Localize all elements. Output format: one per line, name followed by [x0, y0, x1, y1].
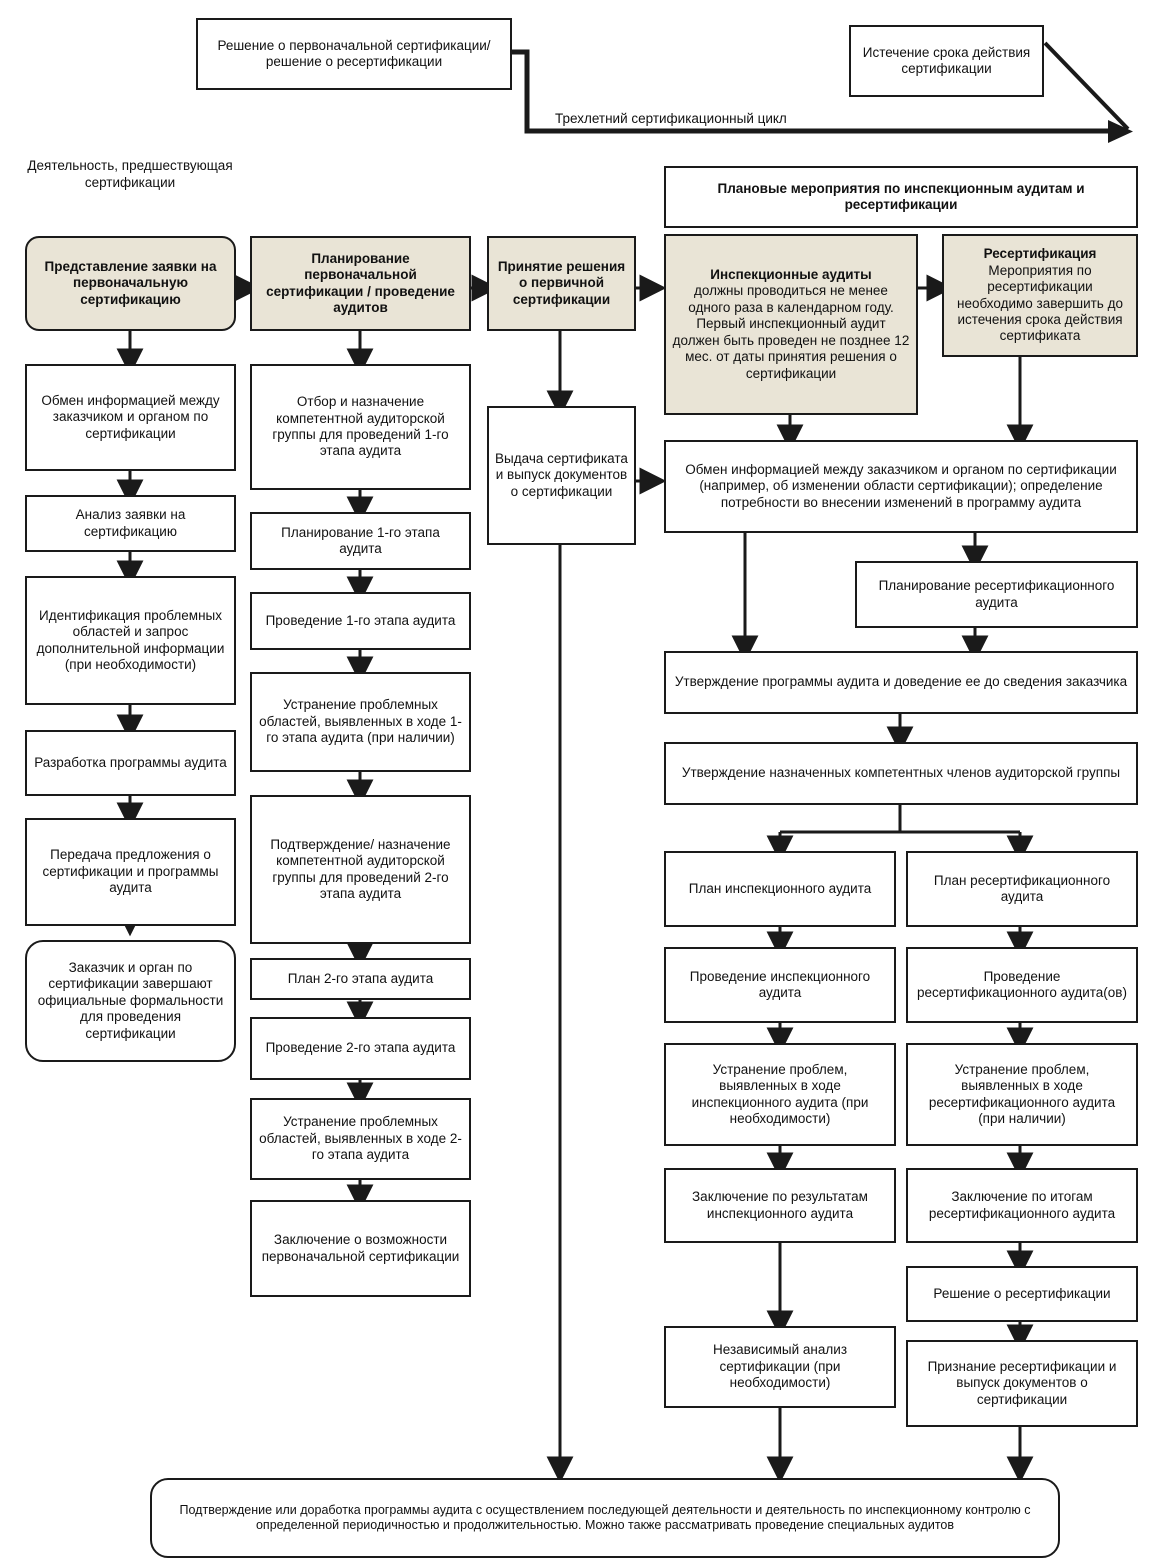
col2-box-2: Проведение 1-го этапа аудита	[250, 592, 471, 650]
col2-box-0-text: Отбор и назначение компетентной аудиторс…	[272, 394, 449, 459]
col2-box-4: Подтверждение/ назначение компетентной а…	[250, 795, 471, 944]
surv-box-4: Независимый анализ сертификации (при нео…	[664, 1326, 896, 1408]
col2-box-3: Устранение проблемных областей, выявленн…	[250, 672, 471, 772]
col2-box-5: План 2-го этапа аудита	[250, 958, 471, 1000]
certificate-expiry-text: Истечение срока действия сертификации	[862, 44, 1031, 76]
col2-box-1: Планирование 1-го этапа аудита	[250, 512, 471, 570]
recert-box-5: Признание ресертификации и выпуск докуме…	[906, 1340, 1138, 1427]
approve-program-box: Утверждение программы аудита и доведение…	[664, 651, 1138, 714]
surveillance-audits-panel: Инспекционные аудиты должны проводиться …	[664, 234, 918, 415]
recert-box-1: Проведение ресертификационного аудита(ов…	[906, 947, 1138, 1023]
col2-box-8: Заключение о возможности первоначальной …	[250, 1200, 471, 1297]
col3-box-0-text: Выдача сертификата и выпуск документов о…	[495, 450, 628, 499]
col1-box-5-text: Заказчик и орган по сертификации заверша…	[37, 959, 224, 1041]
recert-box-2: Устранение проблем, выявленных в ходе ре…	[906, 1043, 1138, 1146]
recert-box-4: Решение о ресертификации	[906, 1266, 1138, 1322]
col1-box-1-text: Анализ заявки на сертификацию	[75, 507, 186, 539]
surv-box-2: Устранение проблем, выявленных в ходе ин…	[664, 1043, 896, 1146]
recert-box-3: Заключение по итогам ресертификационного…	[906, 1168, 1138, 1243]
stage-submit-application: Представление заявки на первоначальную с…	[25, 236, 236, 331]
surv-box-1: Проведение инспекционного аудита	[664, 947, 896, 1023]
surv-box-0-text: План инспекционного аудита	[688, 880, 872, 896]
recert-box-1-text: Проведение ресертификационного аудита(ов…	[917, 968, 1127, 1000]
surveillance-audits-body: должны проводиться не менее одного раза …	[672, 283, 910, 381]
col2-box-1-text: Планирование 1-го этапа аудита	[281, 524, 440, 556]
stage-certification-decision-text: Принятие решения о первичной сертификаци…	[497, 258, 626, 307]
col1-box-1: Анализ заявки на сертификацию	[25, 495, 236, 552]
certificate-expiry-box: Истечение срока действия сертификации	[849, 25, 1044, 97]
surv-box-3-text: Заключение по результатам инспекционного…	[692, 1189, 868, 1221]
col2-box-6-text: Проведение 2-го этапа аудита	[265, 1040, 456, 1056]
col2-box-3-text: Устранение проблемных областей, выявленн…	[259, 697, 462, 746]
surv-box-3: Заключение по результатам инспекционного…	[664, 1168, 896, 1243]
recertification-body: Мероприятия по ресертификации необходимо…	[957, 262, 1123, 344]
right-panel-header: Плановые мероприятия по инспекционным ау…	[664, 166, 1138, 228]
stage-submit-application-text: Представление заявки на первоначальную с…	[44, 258, 217, 307]
initial-decision-box: Решение о первоначальной сертификации/ р…	[196, 18, 512, 90]
col1-box-0-text: Обмен информацией между заказчиком и орг…	[41, 392, 220, 441]
col2-box-6: Проведение 2-го этапа аудита	[250, 1017, 471, 1080]
right-exchange-box: Обмен информацией между заказчиком и орг…	[664, 440, 1138, 533]
col2-box-2-text: Проведение 1-го этапа аудита	[265, 612, 456, 628]
approve-team-text: Утверждение назначенных компетентных чле…	[681, 765, 1121, 781]
footer-text: Подтверждение или доработка программы ау…	[179, 1502, 1031, 1532]
recert-box-2-text: Устранение проблем, выявленных в ходе ре…	[928, 1061, 1116, 1126]
col1-box-4: Передача предложения о сертификации и пр…	[25, 818, 236, 926]
approve-program-text: Утверждение программы аудита и доведение…	[674, 674, 1128, 690]
recert-box-3-text: Заключение по итогам ресертификационного…	[928, 1189, 1116, 1221]
recert-box-0-text: План ресертификационного аудита	[933, 872, 1111, 904]
recert-box-4-text: Решение о ресертификации	[933, 1285, 1111, 1301]
recertification-panel: Ресертификация Мероприятия по ресертифик…	[942, 234, 1138, 357]
approve-team-box: Утверждение назначенных компетентных чле…	[664, 742, 1138, 805]
right-panel-header-text: Плановые мероприятия по инспекционным ау…	[717, 180, 1085, 212]
col1-box-3-text: Разработка программы аудита	[34, 754, 227, 770]
stage-certification-decision: Принятие решения о первичной сертификаци…	[487, 236, 636, 331]
col2-box-7: Устранение проблемных областей, выявленн…	[250, 1098, 471, 1180]
col1-box-3: Разработка программы аудита	[25, 730, 236, 796]
col1-box-2: Идентификация проблемных областей и запр…	[25, 576, 236, 705]
recert-box-0: План ресертификационного аудита	[906, 851, 1138, 927]
surv-box-2-text: Устранение проблем, выявленных в ходе ин…	[691, 1061, 869, 1126]
right-exchange-text: Обмен информацией между заказчиком и орг…	[685, 461, 1117, 510]
col1-box-2-text: Идентификация проблемных областей и запр…	[36, 607, 225, 672]
initial-decision-text: Решение о первоначальной сертификации/ р…	[217, 37, 491, 69]
surv-box-1-text: Проведение инспекционного аудита	[689, 968, 871, 1000]
col1-box-5: Заказчик и орган по сертификации заверша…	[25, 940, 236, 1062]
col2-box-0: Отбор и назначение компетентной аудиторс…	[250, 364, 471, 490]
surv-box-0: План инспекционного аудита	[664, 851, 896, 927]
col2-box-4-text: Подтверждение/ назначение компетентной а…	[270, 836, 451, 901]
col1-box-4-text: Передача предложения о сертификации и пр…	[42, 847, 219, 896]
col2-box-7-text: Устранение проблемных областей, выявленн…	[259, 1114, 462, 1163]
col3-box-0: Выдача сертификата и выпуск документов о…	[487, 406, 636, 545]
stage-planning-certification: Планирование первоначальной сертификации…	[250, 236, 471, 331]
col1-box-0: Обмен информацией между заказчиком и орг…	[25, 364, 236, 471]
col2-box-8-text: Заключение о возможности первоначальной …	[261, 1232, 460, 1264]
recert-planning-text: Планирование ресертификационного аудита	[878, 578, 1115, 610]
precert-label: Деятельность, предшествующая сертификаци…	[27, 158, 233, 190]
recert-planning-box: Планирование ресертификационного аудита	[855, 561, 1138, 628]
stage-planning-certification-text: Планирование первоначальной сертификации…	[266, 250, 455, 315]
recert-box-5-text: Признание ресертификации и выпуск докуме…	[927, 1358, 1117, 1407]
col2-box-5-text: План 2-го этапа аудита	[287, 970, 434, 986]
footer-box: Подтверждение или доработка программы ау…	[150, 1478, 1060, 1558]
surveillance-audits-title: Инспекционные аудиты	[710, 266, 872, 282]
recertification-title: Ресертификация	[983, 246, 1097, 262]
surv-box-4-text: Независимый анализ сертификации (при нео…	[712, 1342, 848, 1391]
cycle-label: Трехлетний сертификационный цикл	[555, 111, 787, 126]
